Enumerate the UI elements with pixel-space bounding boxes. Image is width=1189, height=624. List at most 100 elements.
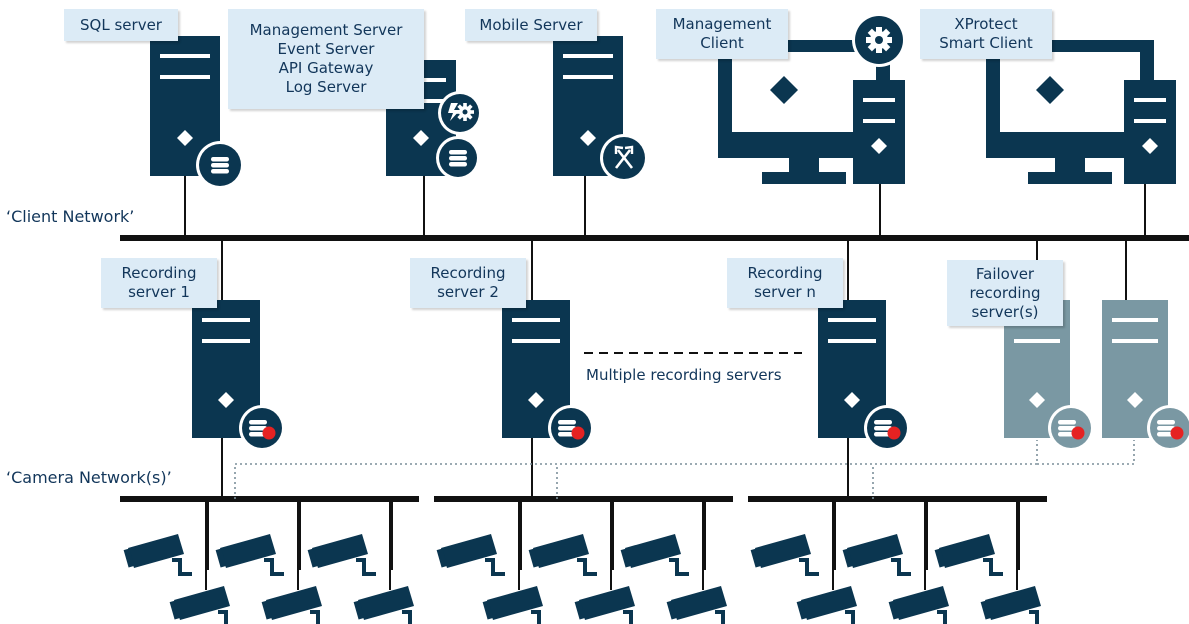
- tower-diamond: [871, 138, 887, 154]
- camera-mount: [891, 558, 911, 576]
- camera-2-5: [574, 586, 643, 624]
- camera-mount: [715, 610, 735, 624]
- camera-body: [358, 586, 414, 620]
- label-line: Recording: [121, 264, 197, 282]
- gear-hole: [875, 36, 883, 44]
- camera-mount: [669, 558, 689, 576]
- recording-database-icon: [1048, 405, 1094, 451]
- label-line: Client: [700, 34, 744, 52]
- camera-mount: [937, 610, 957, 624]
- arrow-head: [614, 145, 624, 154]
- camera-body: [755, 534, 811, 568]
- cameras: [123, 534, 1049, 624]
- camera-mount: [485, 558, 505, 576]
- db-stripe: [1058, 426, 1076, 431]
- label-line: API Gateway: [278, 59, 374, 77]
- label-mobile-server: Mobile Server: [465, 9, 597, 41]
- db-stripe: [449, 150, 467, 155]
- camera-lens: [482, 600, 494, 620]
- monitor-diamond: [1036, 76, 1064, 104]
- tower-body: [1124, 80, 1176, 184]
- camera-1-2: [215, 534, 284, 576]
- client-network-label: ‘Client Network’: [6, 207, 135, 226]
- multiple-recording-servers-label: Multiple recording servers: [586, 366, 782, 384]
- camera-body: [579, 586, 635, 620]
- camera-body: [939, 534, 995, 568]
- tower-diamond: [844, 392, 860, 408]
- db-stripe: [1157, 420, 1175, 425]
- arrow-lines: [614, 149, 634, 169]
- camera-body: [847, 534, 903, 568]
- label-line: Log Server: [285, 78, 367, 96]
- tower-slot: [202, 339, 250, 343]
- tower-slot: [863, 119, 895, 123]
- camera-lens: [436, 548, 448, 568]
- label-line: Event Server: [277, 40, 375, 58]
- monitor-base: [762, 172, 846, 184]
- camera-lens: [353, 600, 365, 620]
- camera-mount: [1029, 610, 1049, 624]
- tower-diamond: [1127, 392, 1143, 408]
- camera-lens: [980, 600, 992, 620]
- event-gear-icon: [438, 91, 482, 135]
- camera-body: [801, 586, 857, 620]
- tower-slot: [1134, 119, 1166, 123]
- db-stripe: [449, 162, 467, 167]
- monitor-diamond: [770, 76, 798, 104]
- tower-slot: [160, 54, 210, 58]
- camera-body: [266, 586, 322, 620]
- camera-2-1: [436, 534, 505, 576]
- camera-body: [533, 534, 589, 568]
- tower-slot: [512, 318, 560, 322]
- monitor-neck: [789, 158, 819, 174]
- bolt: [448, 103, 460, 121]
- camera-3-3: [934, 534, 1003, 576]
- camera-body: [128, 534, 184, 568]
- camera-lens: [169, 600, 181, 620]
- management-client-tower: [853, 80, 905, 184]
- camera-mount: [310, 610, 330, 624]
- monitor-screen: [732, 52, 876, 132]
- camera-2-4: [482, 586, 551, 624]
- db-stripe: [211, 157, 229, 162]
- failover-dotted-1: [234, 440, 1038, 499]
- camera-lens: [528, 548, 540, 568]
- gear-tooth: [876, 46, 882, 53]
- db-stripe: [449, 156, 467, 161]
- gear-tooth: [463, 116, 467, 121]
- tower-slot: [563, 75, 613, 79]
- label-line: Management: [672, 15, 772, 33]
- camera-2-6: [666, 586, 735, 624]
- camera-body: [671, 586, 727, 620]
- camera-lens: [620, 548, 632, 568]
- devices: [150, 13, 1189, 451]
- monitor-screen: [1000, 52, 1140, 132]
- camera-mount: [402, 610, 422, 624]
- camera-1-6: [353, 586, 422, 624]
- camera-lens: [888, 600, 900, 620]
- tower-slot: [563, 54, 613, 58]
- label-line: server 1: [128, 283, 190, 301]
- monitor-base: [1028, 172, 1112, 184]
- label-line: Failover: [975, 264, 1035, 283]
- label-line: SQL server: [80, 15, 162, 34]
- db-stripe: [211, 163, 229, 168]
- tower-diamond: [580, 130, 596, 146]
- db-stripe: [1157, 426, 1175, 431]
- failover-dotted-4: [1037, 440, 1135, 465]
- gear-icon: [852, 13, 906, 67]
- tower-slot: [828, 318, 876, 322]
- database-icon: [436, 136, 480, 180]
- camera-lens: [750, 548, 762, 568]
- label-line: server 2: [437, 283, 499, 301]
- camera-lens: [666, 600, 678, 620]
- camera-3-1: [750, 534, 819, 576]
- label-line: Recording: [430, 264, 506, 282]
- tower-slot: [863, 98, 895, 102]
- camera-body: [312, 534, 368, 568]
- camera-mount: [577, 558, 597, 576]
